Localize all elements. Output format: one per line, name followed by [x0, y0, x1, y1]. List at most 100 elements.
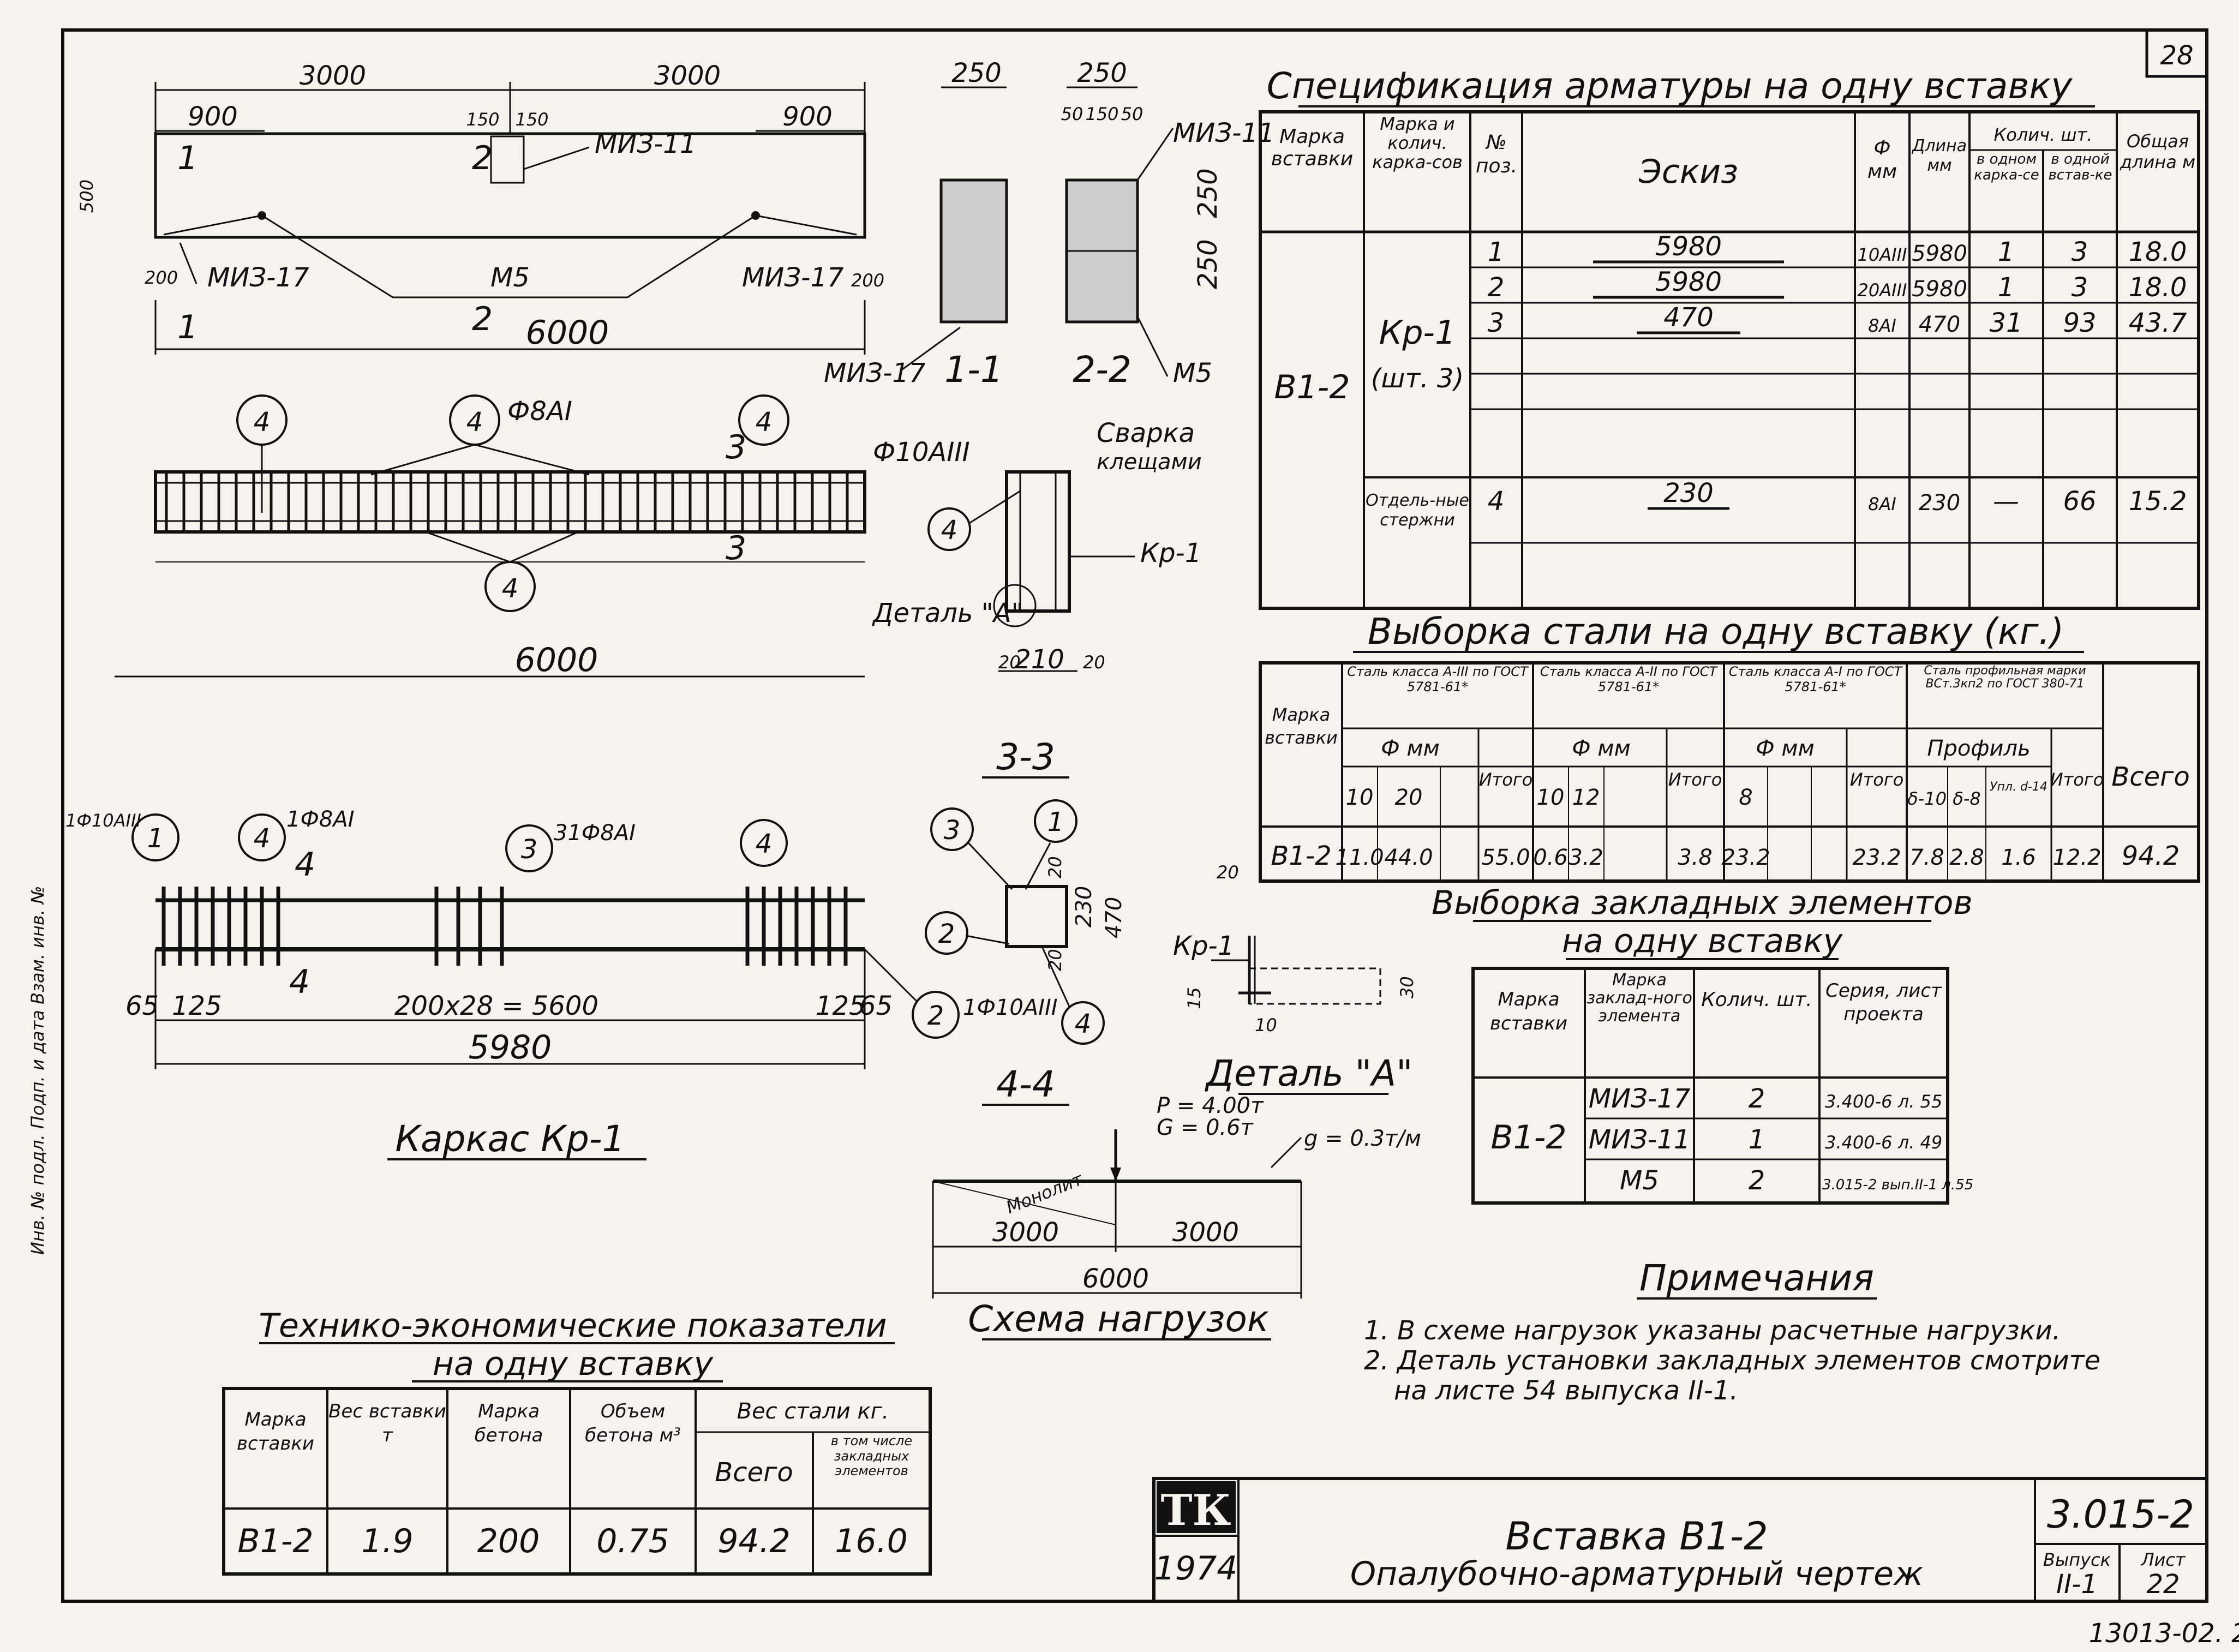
page-number-box: [2145, 28, 2208, 78]
steel-row-pr-itogo: 12.2: [2052, 845, 2101, 870]
steel-c4-3: Упл. d-14: [1990, 780, 2048, 794]
tech-row-embedded: 16.0: [835, 1522, 908, 1560]
spec-r4-in-frame: —: [1993, 486, 2019, 517]
s22-sub-3: 50: [1121, 104, 1144, 124]
s33-dim-230: 230: [1071, 886, 1097, 927]
notes: Примечания 1. В схеме нагрузок указаны р…: [1364, 1257, 2100, 1406]
load-span-1: 3000: [992, 1217, 1059, 1248]
spec-r1-dia: 10АIII: [1858, 244, 1907, 265]
frame-plan-outline: [154, 470, 866, 534]
callout-4-c: [738, 394, 789, 446]
steel-g2: Сталь класса А-II по ГОСТ 5781-61*: [1540, 665, 1717, 695]
steel-table: Выборка стали на одну вставку (кг.) Марк…: [1259, 610, 2200, 883]
dim-150-left: 150: [466, 109, 499, 130]
notes-title: Примечания: [1639, 1257, 1874, 1299]
steel-c1-1: 10: [1346, 785, 1374, 810]
s22-sub-1: 50: [1061, 104, 1083, 124]
stamp-title: Вставка В1-2: [1505, 1514, 1768, 1559]
note-3: на листе 54 выпуска II-1.: [1394, 1375, 1738, 1406]
stamp-issue: II-1: [2056, 1569, 2098, 1600]
sec-a-callout: [927, 507, 971, 551]
load-scheme: P = 4.00т G = 0.6т g = 0.3т/м Монолит 30…: [932, 1093, 1421, 1340]
steel-row-total: 94.2: [2122, 841, 2180, 871]
dim-200-right: 200: [851, 270, 884, 291]
section-kr1: Ф10АIII Сварка клещами 4 Кр-1 Деталь "А"…: [872, 418, 1202, 675]
spec-r3-pos: 3: [1488, 308, 1505, 338]
spec-r2-in-frame: 1: [1998, 272, 2015, 303]
tech-row-concrete: 200: [477, 1522, 540, 1560]
s33-outline: [1005, 885, 1068, 948]
tech-row-volume: 0.75: [596, 1522, 669, 1560]
emb-mark: В1-2: [1490, 1118, 1566, 1157]
s44-title: 4-4: [996, 1063, 1055, 1105]
s22-h1: 250: [1193, 168, 1223, 218]
kr1-callout-4a: [238, 813, 286, 861]
load-title: Схема нагрузок: [968, 1298, 1269, 1340]
tech-row-weight: 1.9: [361, 1522, 413, 1560]
emb-r3-el: М5: [1620, 1165, 1659, 1196]
kr1-callout-4b-text: 4: [756, 829, 773, 859]
s33-dim-470: 470: [1101, 897, 1127, 938]
s11-concrete: [939, 178, 1008, 324]
steel-c4-2: δ-8: [1953, 788, 1980, 809]
spec-r3-dia: 8АI: [1868, 315, 1896, 336]
s33-callout-1-text: 1: [1047, 807, 1064, 837]
title-stamp: ТК 1974 Вставка В1-2 Опалубочно-арматурн…: [1152, 1477, 2208, 1603]
s11-title: 1-1: [944, 349, 1003, 391]
stirrups: [165, 474, 849, 530]
spec-r1-sketch: 5980: [1655, 231, 1722, 262]
load-g: G = 0.6т: [1157, 1115, 1254, 1140]
sec-a-dim-2: 210: [1014, 644, 1064, 675]
steel-title: Выборка стали на одну вставку (кг.): [1368, 610, 2064, 653]
spec-r1-in-frame: 1: [1998, 237, 2015, 267]
tech-sub-2: в том числе закладных элементов: [830, 1434, 913, 1479]
sec-a-weld-2: клещами: [1097, 450, 1202, 475]
sling-line: [163, 214, 857, 298]
spec-h-in-insert: в одной встав-ке: [2048, 152, 2112, 183]
note-1: 1. В схеме нагрузок указаны расчетные на…: [1364, 1315, 2061, 1346]
spec-r2-total: 18.0: [2129, 272, 2187, 303]
emb-r1-qty: 2: [1749, 1084, 1765, 1114]
kr1-dim-65-l: 65: [125, 991, 159, 1021]
load-support: Монолит: [1003, 1168, 1086, 1218]
steel-row-pr-3: 1.6: [2001, 845, 2036, 870]
kr1-title: Каркас Кр-1: [395, 1118, 625, 1160]
s33-callout-3-text: 3: [944, 815, 961, 846]
tk-logo-text: ТК: [1161, 1486, 1231, 1535]
steel-g1: Сталь класса А-III по ГОСТ 5781-61*: [1347, 665, 1528, 695]
s33-title: 3-3: [996, 736, 1055, 778]
steel-profile: Профиль: [1927, 736, 2030, 761]
s22-label-top: МИЗ-11: [1173, 118, 1275, 148]
det-a-dim-30: 30: [1397, 976, 1417, 998]
emb-r1-ref: 3.400-6 л. 55: [1825, 1091, 1942, 1112]
sec-4-top: 4: [295, 846, 315, 884]
stamp-issue-label: Выпуск: [2043, 1549, 2111, 1570]
load-q: g = 0.3т/м: [1304, 1126, 1421, 1151]
spec-r2-pos: 2: [1488, 272, 1505, 303]
emb-r3-qty: 2: [1749, 1165, 1765, 1196]
emb-title-1: Выборка закладных элементов: [1432, 884, 1973, 922]
spec-h-dia: Ф мм: [1867, 137, 1897, 183]
bottom-code: 13013-02. 29: [2089, 1618, 2239, 1649]
stamp-sheet: 22: [2146, 1569, 2180, 1600]
spec-r3-in-frame: 31: [1989, 308, 2022, 338]
steel-phi-3: Ф мм: [1756, 736, 1815, 761]
steel-row-pr-2: 2.8: [1949, 845, 1984, 870]
load-span-2: 3000: [1172, 1217, 1239, 1248]
sheet-frame: [61, 28, 2208, 1603]
stamp-series: 3.015-2: [2047, 1492, 2194, 1537]
steel-vsego: Всего: [2111, 762, 2189, 792]
s22-width: 250: [1077, 58, 1127, 88]
left-margin-text: Инв. № подл. Подп. и дата Взам. инв. №: [27, 886, 48, 1255]
steel-itogo-4: Итого: [2050, 769, 2104, 790]
steel-c3-1: 8: [1739, 785, 1752, 810]
spec-r1-in-insert: 3: [2072, 237, 2088, 267]
steel-c2-2: 12: [1572, 785, 1600, 810]
spec-h-mark: Марка вставки: [1271, 125, 1354, 171]
kr1-callout-3: [505, 824, 553, 872]
detail-a: Кр-1 20 15 10 30 Деталь "А": [1173, 862, 1417, 1095]
spec-h-total: Общая длина м: [2120, 131, 2196, 173]
section-mark-1-bottom: 1: [177, 308, 198, 346]
spec-h-qty: Колич. шт.: [1994, 124, 2093, 145]
